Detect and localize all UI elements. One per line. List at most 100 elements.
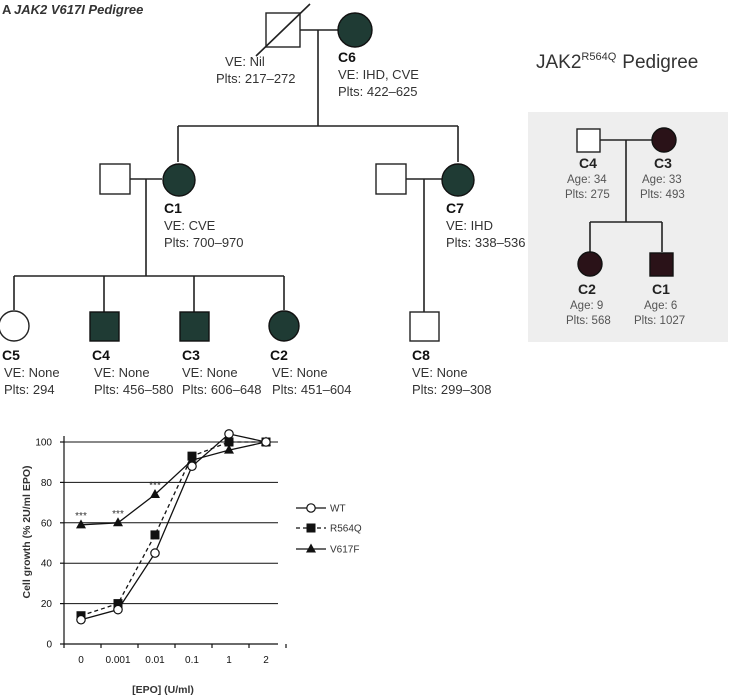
c4-plts: Plts: 456–580 — [94, 382, 174, 397]
c2-affected-female — [268, 310, 300, 342]
r-c4-unaffected-male — [576, 128, 601, 153]
c5-ve: VE: None — [4, 365, 60, 380]
right-title-main: JAK2 — [536, 52, 581, 73]
series-line-v617f — [80, 441, 267, 526]
c7-plts: Plts: 338–536 — [446, 235, 526, 250]
c7-affected-female — [441, 163, 475, 197]
point-v617f-0 — [76, 519, 86, 529]
c4-ve: VE: None — [94, 365, 150, 380]
deceased-slash — [255, 3, 311, 57]
c6-affected-female — [337, 12, 373, 48]
point-v617f-0.001 — [113, 517, 123, 527]
c1-spouse-male — [99, 163, 131, 195]
legend-marker-v617f — [306, 543, 316, 553]
c8-plts: Plts: 299–308 — [412, 382, 492, 397]
point-wt-1 — [224, 429, 234, 439]
r-c1-age: Age: 6 — [644, 300, 677, 312]
c8-unaffected-male — [409, 311, 440, 342]
c1-ve: VE: CVE — [164, 218, 216, 233]
r-c3-id: C3 — [654, 155, 672, 171]
r-c4-id: C4 — [579, 155, 597, 171]
c3-id: C3 — [182, 347, 200, 363]
point-wt-0.01 — [150, 548, 160, 558]
significance-mark-0.001: *** — [112, 509, 124, 520]
r-c4-plts: Plts: 275 — [565, 189, 610, 201]
y-tick-label-0: 0 — [46, 640, 52, 651]
r-c4-age: Age: 34 — [567, 174, 607, 186]
chart-significance-marks: *** *** *** — [75, 481, 161, 522]
legend-marker-r564q — [306, 523, 316, 533]
c3-ve: VE: None — [182, 365, 238, 380]
c6-ve: VE: IHD, CVE — [338, 67, 419, 82]
chart-legend: WT R564Q V617F — [296, 503, 362, 556]
r-c2-plts: Plts: 568 — [566, 315, 611, 327]
chart-series-markers — [76, 429, 271, 625]
r-c2-affected-female — [577, 251, 603, 277]
r-c3-affected-female — [651, 127, 677, 153]
c5-id: C5 — [2, 347, 20, 363]
c7-spouse-male — [375, 163, 407, 195]
c2-ve: VE: None — [272, 365, 328, 380]
significance-mark-0: *** — [75, 511, 87, 522]
point-v617f-0.1 — [187, 454, 197, 464]
y-tick-label-100: 100 — [35, 438, 52, 449]
c7-id: C7 — [446, 200, 464, 216]
c2-id: C2 — [270, 347, 288, 363]
r-c3-plts: Plts: 493 — [640, 189, 685, 201]
c8-ve: VE: None — [412, 365, 468, 380]
point-wt-0.001 — [113, 604, 123, 615]
r-c2-id: C2 — [578, 281, 596, 297]
chart-x-axis-label: [EPO] (U/ml) — [132, 684, 194, 696]
x-tick-label-0.01: 0.01 — [145, 655, 165, 666]
c6-plts: Plts: 422–625 — [338, 84, 418, 99]
legend-marker-wt — [306, 503, 316, 513]
c1-id: C1 — [164, 200, 182, 216]
x-tick-label-2: 2 — [263, 655, 269, 666]
r-c1-plts: Plts: 1027 — [634, 315, 685, 327]
point-v617f-0.01 — [150, 489, 160, 499]
point-r564q-1 — [224, 437, 234, 447]
left-pedigree-panel-letter: A — [2, 2, 12, 17]
c4-id: C4 — [92, 347, 110, 363]
r-c1-affected-male — [649, 252, 674, 277]
c1-plts: Plts: 700–970 — [164, 235, 244, 250]
point-v617f-1 — [224, 444, 234, 454]
r-c3-age: Age: 33 — [642, 174, 682, 186]
c1-affected-female — [162, 163, 196, 197]
chart-y-axis-label: Cell growth (% 2U/ml EPO) — [21, 465, 33, 598]
x-tick-label-0.1: 0.1 — [185, 655, 199, 666]
y-tick-label-40: 40 — [41, 559, 53, 570]
founder-plts: Plts: 217–272 — [216, 71, 296, 86]
series-line-wt — [80, 433, 267, 621]
left-pedigree-title: JAK2 V617I Pedigree — [14, 2, 143, 17]
c4-affected-male — [89, 311, 120, 342]
c3-plts: Plts: 606–648 — [182, 382, 262, 397]
c6-id: C6 — [338, 49, 356, 65]
y-tick-label-60: 60 — [41, 518, 53, 529]
y-tick-label-80: 80 — [41, 478, 53, 489]
point-wt-2 — [261, 437, 271, 447]
epo-growth-chart: Cell growth (% 2U/ml EPO) [EPO] (U/ml) 0… — [21, 429, 362, 696]
c7-ve: VE: IHD — [446, 218, 493, 233]
point-wt-0.1 — [187, 461, 197, 472]
point-r564q-0.01 — [150, 530, 160, 540]
r-c2-age: Age: 9 — [570, 300, 603, 312]
point-wt-0 — [76, 614, 86, 625]
legend-label-r564q: R564Q — [330, 524, 362, 535]
chart-series-lines — [80, 433, 267, 621]
founder-ve: VE: Nil — [225, 54, 265, 69]
r-c1-id: C1 — [652, 281, 670, 297]
series-line-r564q — [80, 441, 266, 617]
c2-plts: Plts: 451–604 — [272, 382, 352, 397]
legend-label-wt: WT — [330, 504, 346, 515]
c8-id: C8 — [412, 347, 430, 363]
legend-label-v617f: V617F — [330, 545, 359, 556]
c3-affected-male — [179, 311, 210, 342]
right-title-superscript: R564Q — [581, 51, 616, 63]
x-tick-label-1: 1 — [226, 655, 232, 666]
significance-mark-0.01: *** — [149, 481, 161, 492]
left-pedigree: A JAK2 V617I Pedigree VE: Nil Plts: 217–… — [0, 2, 526, 397]
right-pedigree-background — [528, 112, 728, 342]
